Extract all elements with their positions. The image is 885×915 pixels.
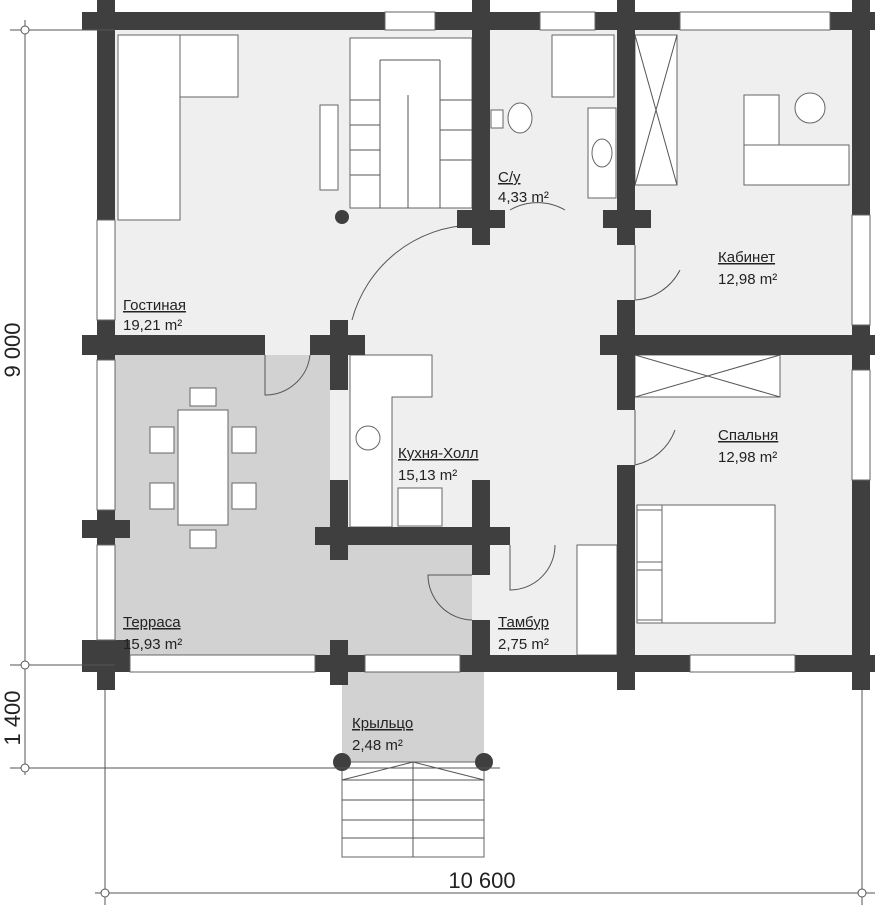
toilet [490,102,533,134]
svg-text:15,93 m²: 15,93 m² [123,636,182,653]
svg-text:15,13 m²: 15,13 m² [398,467,457,484]
room-label-kitchen-hall: Кухня-Холл 15,13 m² [398,445,479,484]
svg-text:12,98 m²: 12,98 m² [718,271,777,288]
dimension-height-main: 9 000 [0,322,25,377]
room-label-vestibule: Тамбур 2,75 m² [498,614,549,653]
porch-floor [342,672,484,762]
room-label-porch: Крыльцо 2,48 m² [352,715,413,754]
room-label-bedroom: Спальня 12,98 m² [718,427,778,466]
room-label-terrace: Терраса 15,93 m² [123,614,182,653]
svg-text:12,98 m²: 12,98 m² [718,449,777,466]
washbasin [587,107,617,199]
dining-table [149,387,257,549]
bed [636,504,776,624]
svg-text:Крыльцо: Крыльцо [352,715,413,732]
svg-text:Кабинет: Кабинет [718,249,775,266]
vestibule-shelves [576,544,618,656]
room-label-bathroom: С/у 4,33 m² [498,169,549,206]
dimension-height-porch: 1 400 [0,690,25,745]
svg-text:Кухня-Холл: Кухня-Холл [398,445,479,462]
svg-text:Терраса: Терраса [123,614,181,631]
porch-stairs [333,753,493,858]
room-label-living: Гостиная 19,21 m² [123,297,186,334]
sofa [117,34,239,221]
tv-stand [319,104,339,191]
svg-text:19,21 m²: 19,21 m² [123,317,182,334]
svg-text:Гостиная: Гостиная [123,297,186,314]
office-desk [743,92,850,186]
door-swings [264,202,681,621]
svg-text:4,33 m²: 4,33 m² [498,189,549,206]
dimension-lines [10,20,875,905]
column-marker [335,210,349,224]
svg-text:Спальня: Спальня [718,427,778,444]
svg-text:С/у: С/у [498,169,521,186]
shower [551,34,615,98]
dimension-width: 10 600 [448,868,515,893]
svg-text:2,48 m²: 2,48 m² [352,737,403,754]
wardrobe-bedroom [634,354,781,398]
wardrobe-office [634,34,678,186]
staircase-interior [349,37,473,209]
room-label-office: Кабинет 12,98 m² [718,249,777,288]
kitchen-counter [349,354,443,528]
svg-text:2,75 m²: 2,75 m² [498,636,549,653]
svg-text:Тамбур: Тамбур [498,614,549,631]
walls [82,0,875,690]
terrace-floor-extension [330,545,472,655]
windows [96,11,871,673]
